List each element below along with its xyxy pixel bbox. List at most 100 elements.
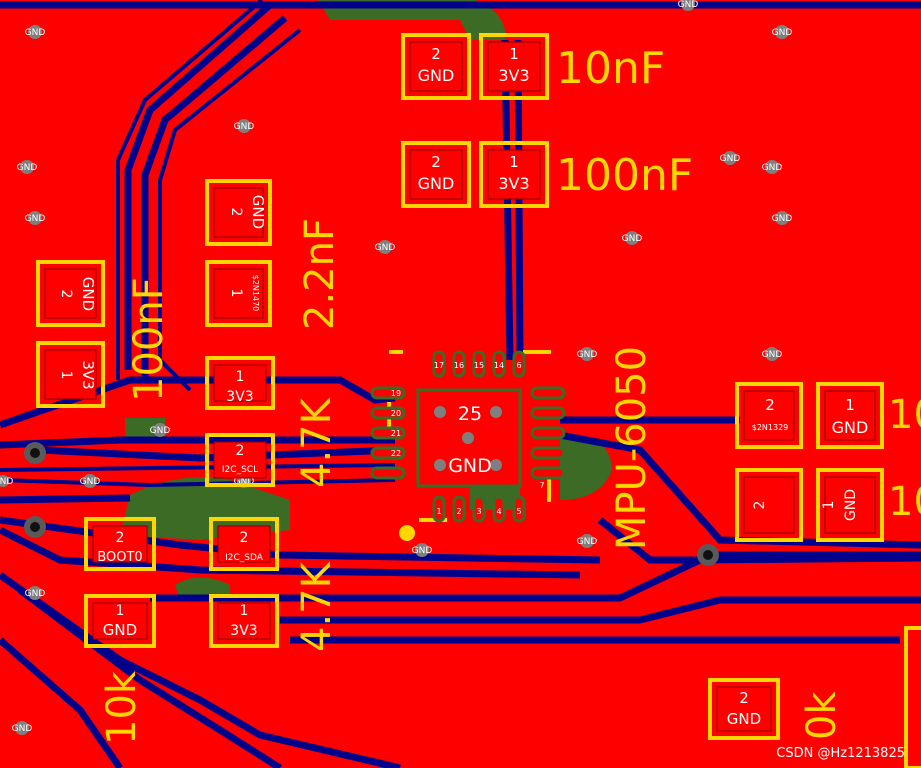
pad-number: 2 (58, 290, 74, 299)
pad-number: 1 (509, 153, 519, 171)
pin-label: 2 (456, 507, 461, 516)
pad-number: 2 (116, 530, 125, 546)
value-label: 10nF (556, 43, 665, 94)
value-label: 10 (888, 392, 921, 438)
pin-number-labels: 19 20 21 22 17 16 15 14 1 2 3 4 5 6 7 (391, 361, 545, 516)
u1-refdes: MPU-6050 (609, 346, 655, 550)
pad-number: 1 (236, 369, 245, 385)
pad-number: 2 (739, 689, 749, 707)
value-labels: 10nF 100nF 2.2nF 100nF 4.7K 4.7K 10k 10 … (99, 43, 921, 745)
via-gnd: GND (234, 119, 255, 133)
pin1-marker (399, 525, 415, 541)
pad-number: 1 (228, 289, 244, 298)
pad-net: 3V3 (79, 360, 97, 389)
pad-number: 2 (431, 153, 441, 171)
via-label: GND (80, 477, 101, 487)
pin-label: 19 (391, 389, 401, 398)
via-label: GND (412, 546, 433, 556)
pad-labels: 2 GND 1 3V3 2 GND 1 3V3 GND 2 $2N1470 1 … (58, 45, 868, 728)
value-label: 0k (799, 691, 845, 740)
value-label: 100nF (556, 150, 693, 201)
via-label: GND (12, 724, 33, 734)
via-label: GND (25, 28, 46, 38)
pad-net: I2C_SCL (222, 465, 258, 475)
pin-label: 6 (516, 361, 521, 370)
via-label: GND (720, 154, 741, 164)
pin-label: 4 (496, 507, 501, 516)
pad-number: 1 (509, 45, 519, 63)
value-label: 4.7K (294, 396, 340, 488)
pin-label: 22 (391, 449, 401, 458)
via-label: GND (25, 589, 46, 599)
pin-label: 16 (454, 361, 464, 370)
pad-net: GND (418, 66, 455, 85)
pad-net: 3V3 (498, 174, 529, 193)
via-gnd: GND (25, 211, 46, 225)
via-gnd: GND (0, 475, 13, 487)
pad-net: GND (79, 277, 97, 311)
silkscreen-outlines (36, 33, 921, 768)
pin-label: 5 (516, 507, 521, 516)
gnd-vias: GND GND GND GND GND GND GND GND GND GND … (0, 0, 792, 735)
plated-vias (24, 442, 719, 566)
pad-net: GND (103, 621, 137, 639)
pin-label: 15 (474, 361, 484, 370)
via-gnd: GND (150, 423, 171, 437)
via-label: GND (762, 163, 783, 173)
pad-net: 3V3 (226, 389, 253, 405)
pad-number: 2 (228, 208, 244, 217)
via-label: GND (678, 0, 699, 10)
pad-number: 2 (752, 501, 768, 510)
via-gnd: GND (772, 211, 793, 225)
via-gnd: GND (25, 586, 46, 600)
via-label: GND (375, 243, 396, 253)
pad-number: 1 (116, 603, 125, 619)
via-gnd: GND (25, 25, 46, 39)
pad-net: $2N1470 (251, 275, 260, 312)
via-label: GND (772, 214, 793, 224)
center-pad-net: GND (448, 455, 492, 477)
pad-number: 2 (765, 396, 775, 414)
value-label: 10 (888, 479, 921, 525)
via-gnd: GND (762, 160, 783, 174)
pad-number: 2 (240, 530, 249, 546)
qfn-pins (370, 350, 566, 523)
via-gnd: GND (80, 474, 101, 488)
pad-net: BOOT0 (97, 550, 142, 565)
center-pad-number: 25 (458, 403, 482, 425)
watermark: CSDN @Hz1213825 (776, 746, 905, 761)
via-label: GND (762, 350, 783, 360)
via-label: GND (234, 477, 255, 487)
value-label: 10k (99, 670, 145, 745)
via-gnd: GND (375, 240, 396, 254)
pad-number: 2 (236, 443, 245, 459)
via-gnd: GND (12, 721, 33, 735)
smd-pads (44, 41, 876, 732)
via-label: GND (772, 28, 793, 38)
mpu6050-footprint: 25 GND 19 20 21 22 17 16 15 14 1 2 3 4 5… (370, 346, 655, 550)
pad-net: $2N1329 (752, 423, 789, 432)
pin-label: 21 (391, 429, 401, 438)
pin-label: 20 (391, 409, 401, 418)
pad-net: 3V3 (230, 623, 257, 639)
pad-net: GND (249, 195, 267, 229)
pad-net: GND (832, 418, 869, 437)
via-gnd: GND (577, 347, 597, 361)
via-label: GND (17, 163, 38, 173)
via-gnd: GND (412, 543, 433, 557)
pad-number: 1 (58, 371, 74, 380)
pad-net: GND (418, 174, 455, 193)
via-label: GND (234, 122, 255, 132)
via-gnd: GND (678, 0, 699, 11)
via-gnd: GND (720, 151, 741, 165)
via-label: GND (150, 426, 171, 436)
via-label: GND (622, 234, 643, 244)
via-gnd: GND (17, 160, 38, 174)
value-label: 2.2nF (297, 218, 343, 330)
pin-label: 3 (476, 507, 481, 516)
pin-label: 17 (434, 361, 444, 370)
via-label: GND (25, 214, 46, 224)
pad-number: 1 (845, 396, 855, 414)
